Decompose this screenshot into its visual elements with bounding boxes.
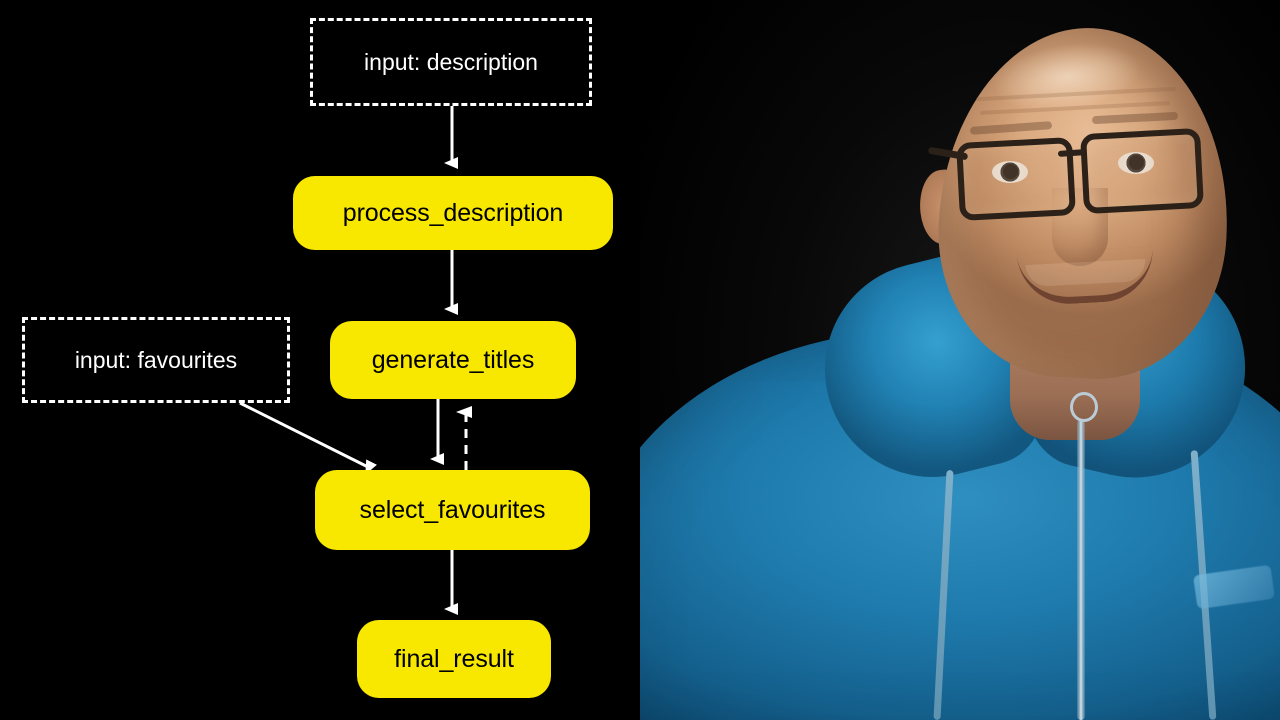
node-label: select_favourites <box>359 495 546 524</box>
node-label: input: favourites <box>74 346 238 373</box>
hoodie-zipper <box>1077 420 1085 720</box>
eyeglass-lens-left <box>956 137 1076 221</box>
eyeglass-lens-right <box>1079 127 1205 215</box>
node-generate-titles[interactable]: generate_titles <box>330 321 576 399</box>
node-select-favourites[interactable]: select_favourites <box>315 470 590 550</box>
node-label: generate_titles <box>371 345 535 374</box>
edge-favourites-to-select <box>239 401 377 475</box>
presenter-video <box>640 0 1280 720</box>
node-input-description[interactable]: input: description <box>310 18 592 106</box>
node-label: input: description <box>364 48 538 75</box>
pupil-left <box>1003 164 1018 179</box>
hoodie-zipper-pull <box>1070 392 1098 422</box>
node-process-description[interactable]: process_description <box>293 176 613 250</box>
nose <box>1052 188 1108 266</box>
graph-diagram: input: description process_description g… <box>22 18 613 698</box>
pupil-right <box>1129 155 1144 170</box>
node-input-favourites[interactable]: input: favourites <box>22 317 290 403</box>
node-label: process_description <box>342 198 564 227</box>
node-final-result[interactable]: final_result <box>357 620 551 698</box>
node-label: final_result <box>394 644 514 673</box>
